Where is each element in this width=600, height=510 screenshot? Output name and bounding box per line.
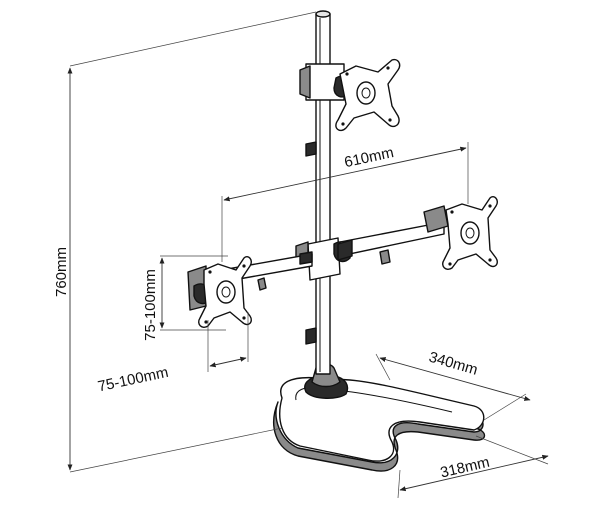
- cable-clip-lower: [305, 327, 317, 345]
- arm-span-label: 610mm: [343, 144, 395, 171]
- vesa-vertical-dimension: 75-100mm: [142, 255, 228, 341]
- base-depth-label: 340mm: [427, 349, 480, 379]
- base-width-label: 318mm: [439, 454, 492, 482]
- right-arm: [337, 205, 449, 265]
- vesa-vertical-label: 75-100mm: [142, 269, 159, 341]
- base-width-dimension: 318mm: [397, 435, 549, 499]
- vesa-horizontal-dimension: 75-100mm: [96, 312, 249, 396]
- right-vesa-plate: [442, 196, 499, 270]
- vesa-horizontal-label: 75-100mm: [96, 364, 170, 396]
- upper-vesa-plate: [335, 58, 401, 132]
- height-dimension: 760mm: [53, 11, 317, 473]
- height-label: 760mm: [53, 247, 70, 297]
- stand-base: [273, 362, 486, 472]
- cable-clip-upper: [305, 141, 317, 157]
- left-vesa-plate: [187, 256, 253, 328]
